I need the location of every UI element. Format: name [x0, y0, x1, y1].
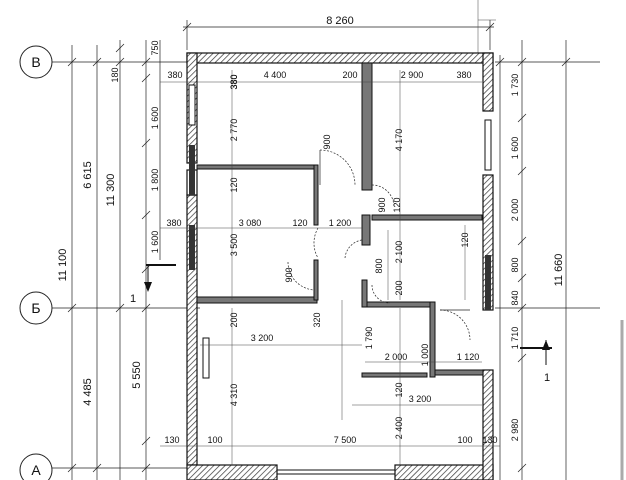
svg-text:320: 320 [312, 312, 322, 327]
svg-text:130: 130 [164, 435, 179, 445]
svg-text:1 000: 1 000 [420, 344, 430, 367]
dim-right-11660: 11 660 [553, 254, 565, 287]
svg-text:Б: Б [31, 300, 40, 316]
svg-text:120: 120 [392, 197, 402, 212]
interior-dimension-lines [160, 70, 500, 465]
dim-right-1710: 1 710 [510, 327, 520, 350]
dim-right-2000: 2 000 [510, 199, 520, 222]
axis-bubble-a: А [19, 453, 53, 480]
dim-right-2980: 2 980 [510, 419, 520, 442]
svg-text:900: 900 [284, 267, 294, 282]
dim-left-11300: 11 300 [105, 174, 117, 207]
svg-text:3 200: 3 200 [409, 394, 432, 404]
grid-axis-lines [52, 61, 600, 469]
svg-text:380: 380 [456, 70, 471, 80]
dim-right-1730: 1 730 [510, 74, 520, 97]
axis-bubble-b: Б [19, 291, 53, 325]
svg-text:А: А [31, 462, 41, 478]
dim-left-4485: 4 485 [82, 378, 94, 406]
dim-left-5550: 5 550 [131, 361, 143, 389]
exterior-walls [186, 52, 494, 480]
dim-left-750: 750 [150, 40, 160, 55]
svg-text:130: 130 [482, 435, 497, 445]
svg-text:4 170: 4 170 [394, 129, 404, 152]
dim-left-6615: 6 615 [82, 161, 94, 189]
top-dimension-chain: 8 260 [182, 0, 496, 55]
left-dimension-chains: 11 100 6 615 4 485 11 300 5 550 180 750 … [57, 40, 161, 480]
svg-text:1: 1 [544, 372, 550, 384]
svg-text:2 100: 2 100 [394, 241, 404, 264]
dim-left-180: 180 [110, 67, 120, 82]
svg-text:3 080: 3 080 [239, 218, 262, 228]
svg-text:4 310: 4 310 [229, 384, 239, 407]
svg-text:120: 120 [229, 177, 239, 192]
svg-text:900: 900 [322, 134, 332, 149]
svg-text:200: 200 [394, 280, 404, 295]
interior-walls [196, 62, 484, 378]
svg-text:900: 900 [377, 197, 387, 212]
dim-left-11100: 11 100 [57, 249, 69, 282]
svg-text:В: В [31, 54, 40, 70]
dim-right-800: 800 [510, 257, 520, 272]
svg-text:100: 100 [207, 435, 222, 445]
svg-text:120: 120 [394, 382, 404, 397]
dim-left-1800: 1 800 [150, 169, 160, 192]
doors [287, 149, 471, 341]
svg-text:200: 200 [342, 70, 357, 80]
svg-text:380: 380 [167, 70, 182, 80]
axis-bubble-v: В [19, 45, 53, 79]
svg-text:7 500: 7 500 [334, 435, 357, 445]
svg-text:2 900: 2 900 [401, 70, 424, 80]
svg-text:380: 380 [229, 74, 239, 89]
svg-text:1: 1 [130, 293, 136, 305]
svg-text:2 770: 2 770 [229, 119, 239, 142]
svg-text:120: 120 [292, 218, 307, 228]
svg-text:100: 100 [457, 435, 472, 445]
svg-text:4 400: 4 400 [264, 70, 287, 80]
svg-text:3 200: 3 200 [251, 333, 274, 343]
svg-text:380: 380 [229, 74, 239, 89]
dim-right-1600: 1 600 [510, 137, 520, 160]
section-mark-left: 1 [130, 264, 176, 305]
svg-text:3 500: 3 500 [229, 234, 239, 257]
svg-text:800: 800 [374, 258, 384, 273]
dim-right-840: 840 [510, 290, 520, 305]
svg-text:1 200: 1 200 [329, 218, 352, 228]
svg-text:1 120: 1 120 [457, 352, 480, 362]
svg-text:1 790: 1 790 [364, 327, 374, 350]
svg-text:120: 120 [460, 232, 470, 247]
dim-overall-width: 8 260 [326, 15, 354, 27]
section-mark-right: 1 [520, 340, 552, 384]
windows [188, 84, 492, 475]
svg-text:380: 380 [166, 218, 181, 228]
dim-left-1600b: 1 600 [150, 231, 160, 254]
svg-text:2 000: 2 000 [385, 352, 408, 362]
interior-dimension-texts: 380 4 400 200 2 900 380 380 380 3 080 12… [164, 70, 497, 445]
svg-text:200: 200 [229, 312, 239, 327]
svg-text:2 400: 2 400 [394, 417, 404, 440]
dim-left-1600a: 1 600 [150, 107, 160, 130]
right-dimension-chains: 1 730 1 600 2 000 800 840 1 710 2 980 11… [495, 40, 571, 480]
